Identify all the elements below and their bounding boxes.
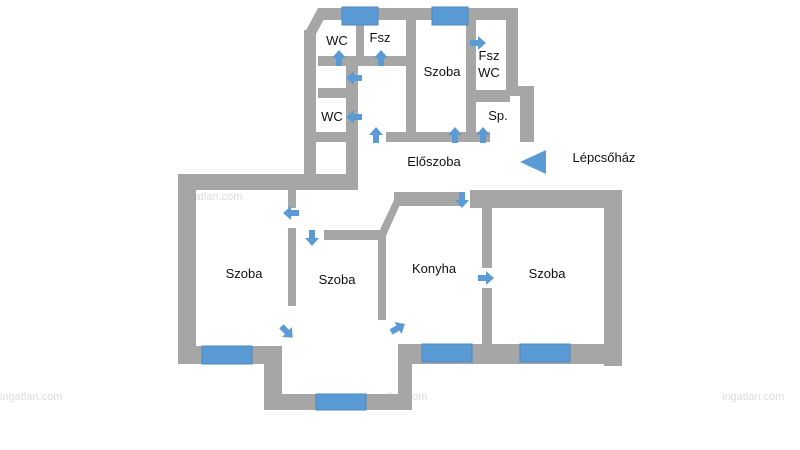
room-label-szoba: Szoba (424, 64, 462, 79)
watermarks: ingatlan.com ingatlan.com ingatlan.com i… (0, 191, 784, 403)
door-arrows (279, 36, 546, 338)
wall (506, 8, 518, 88)
wall (346, 66, 358, 144)
door-arrow-diagonal-icon (389, 321, 405, 335)
window (519, 343, 571, 363)
wall (304, 8, 330, 34)
window (341, 6, 379, 26)
wall (318, 88, 354, 98)
wall (318, 56, 414, 66)
window (421, 343, 473, 363)
wall (394, 192, 460, 206)
door-arrow-right-icon (478, 271, 494, 285)
door-arrow-up-icon (374, 50, 388, 66)
door-arrow-left-icon (346, 71, 362, 85)
door-arrow-left-icon (283, 206, 299, 220)
wall (604, 190, 622, 366)
room-label-szoba: Szoba (226, 266, 264, 281)
wall (406, 20, 416, 142)
watermark: ingatlan.com (722, 391, 784, 403)
wall (316, 132, 358, 142)
wall (377, 200, 402, 236)
room-label-fsz: Fsz (479, 48, 500, 63)
wall (324, 230, 386, 240)
room-label-wc: WC (478, 65, 500, 80)
windows (201, 6, 571, 411)
room-label-sp: Sp. (488, 108, 508, 123)
room-label-wc: WC (326, 33, 348, 48)
wall (304, 30, 316, 180)
wall (482, 288, 492, 348)
wall (482, 204, 492, 268)
door-arrow-down-icon (305, 230, 319, 246)
door-arrow-right-icon (470, 36, 486, 50)
room-label-eloszoba: Előszoba (407, 154, 461, 169)
wall (178, 174, 196, 364)
wall (378, 236, 386, 320)
wall (520, 86, 534, 142)
watermark: ingatlan.com (0, 391, 62, 403)
door-arrow-up-icon (476, 127, 490, 143)
entrance-triangle-icon (520, 150, 546, 174)
wall (386, 132, 476, 142)
window (201, 345, 253, 365)
door-arrow-up-icon (369, 127, 383, 143)
wall (466, 90, 510, 102)
window (315, 393, 367, 411)
room-label-szoba: Szoba (319, 272, 357, 287)
door-arrow-up-icon (332, 50, 346, 66)
window (431, 6, 469, 26)
room-labels: WC Fsz Szoba Fsz WC WC Sp. Előszoba Lépc… (226, 30, 636, 287)
room-label-fsz: Fsz (370, 30, 391, 45)
door-arrow-left-icon (346, 110, 362, 124)
wall (288, 228, 296, 306)
wall (356, 20, 364, 62)
door-arrow-diagonal-icon (279, 324, 293, 338)
door-arrow-down-icon (455, 192, 469, 208)
room-label-lepcsohaz: Lépcsőház (573, 150, 636, 165)
wall (288, 190, 296, 208)
room-label-konyha: Konyha (412, 261, 457, 276)
door-arrow-up-icon (448, 127, 462, 143)
wall (470, 190, 622, 208)
wall (466, 20, 476, 142)
room-label-szoba: Szoba (529, 266, 567, 281)
room-label-wc: WC (321, 109, 343, 124)
wall (178, 174, 358, 190)
